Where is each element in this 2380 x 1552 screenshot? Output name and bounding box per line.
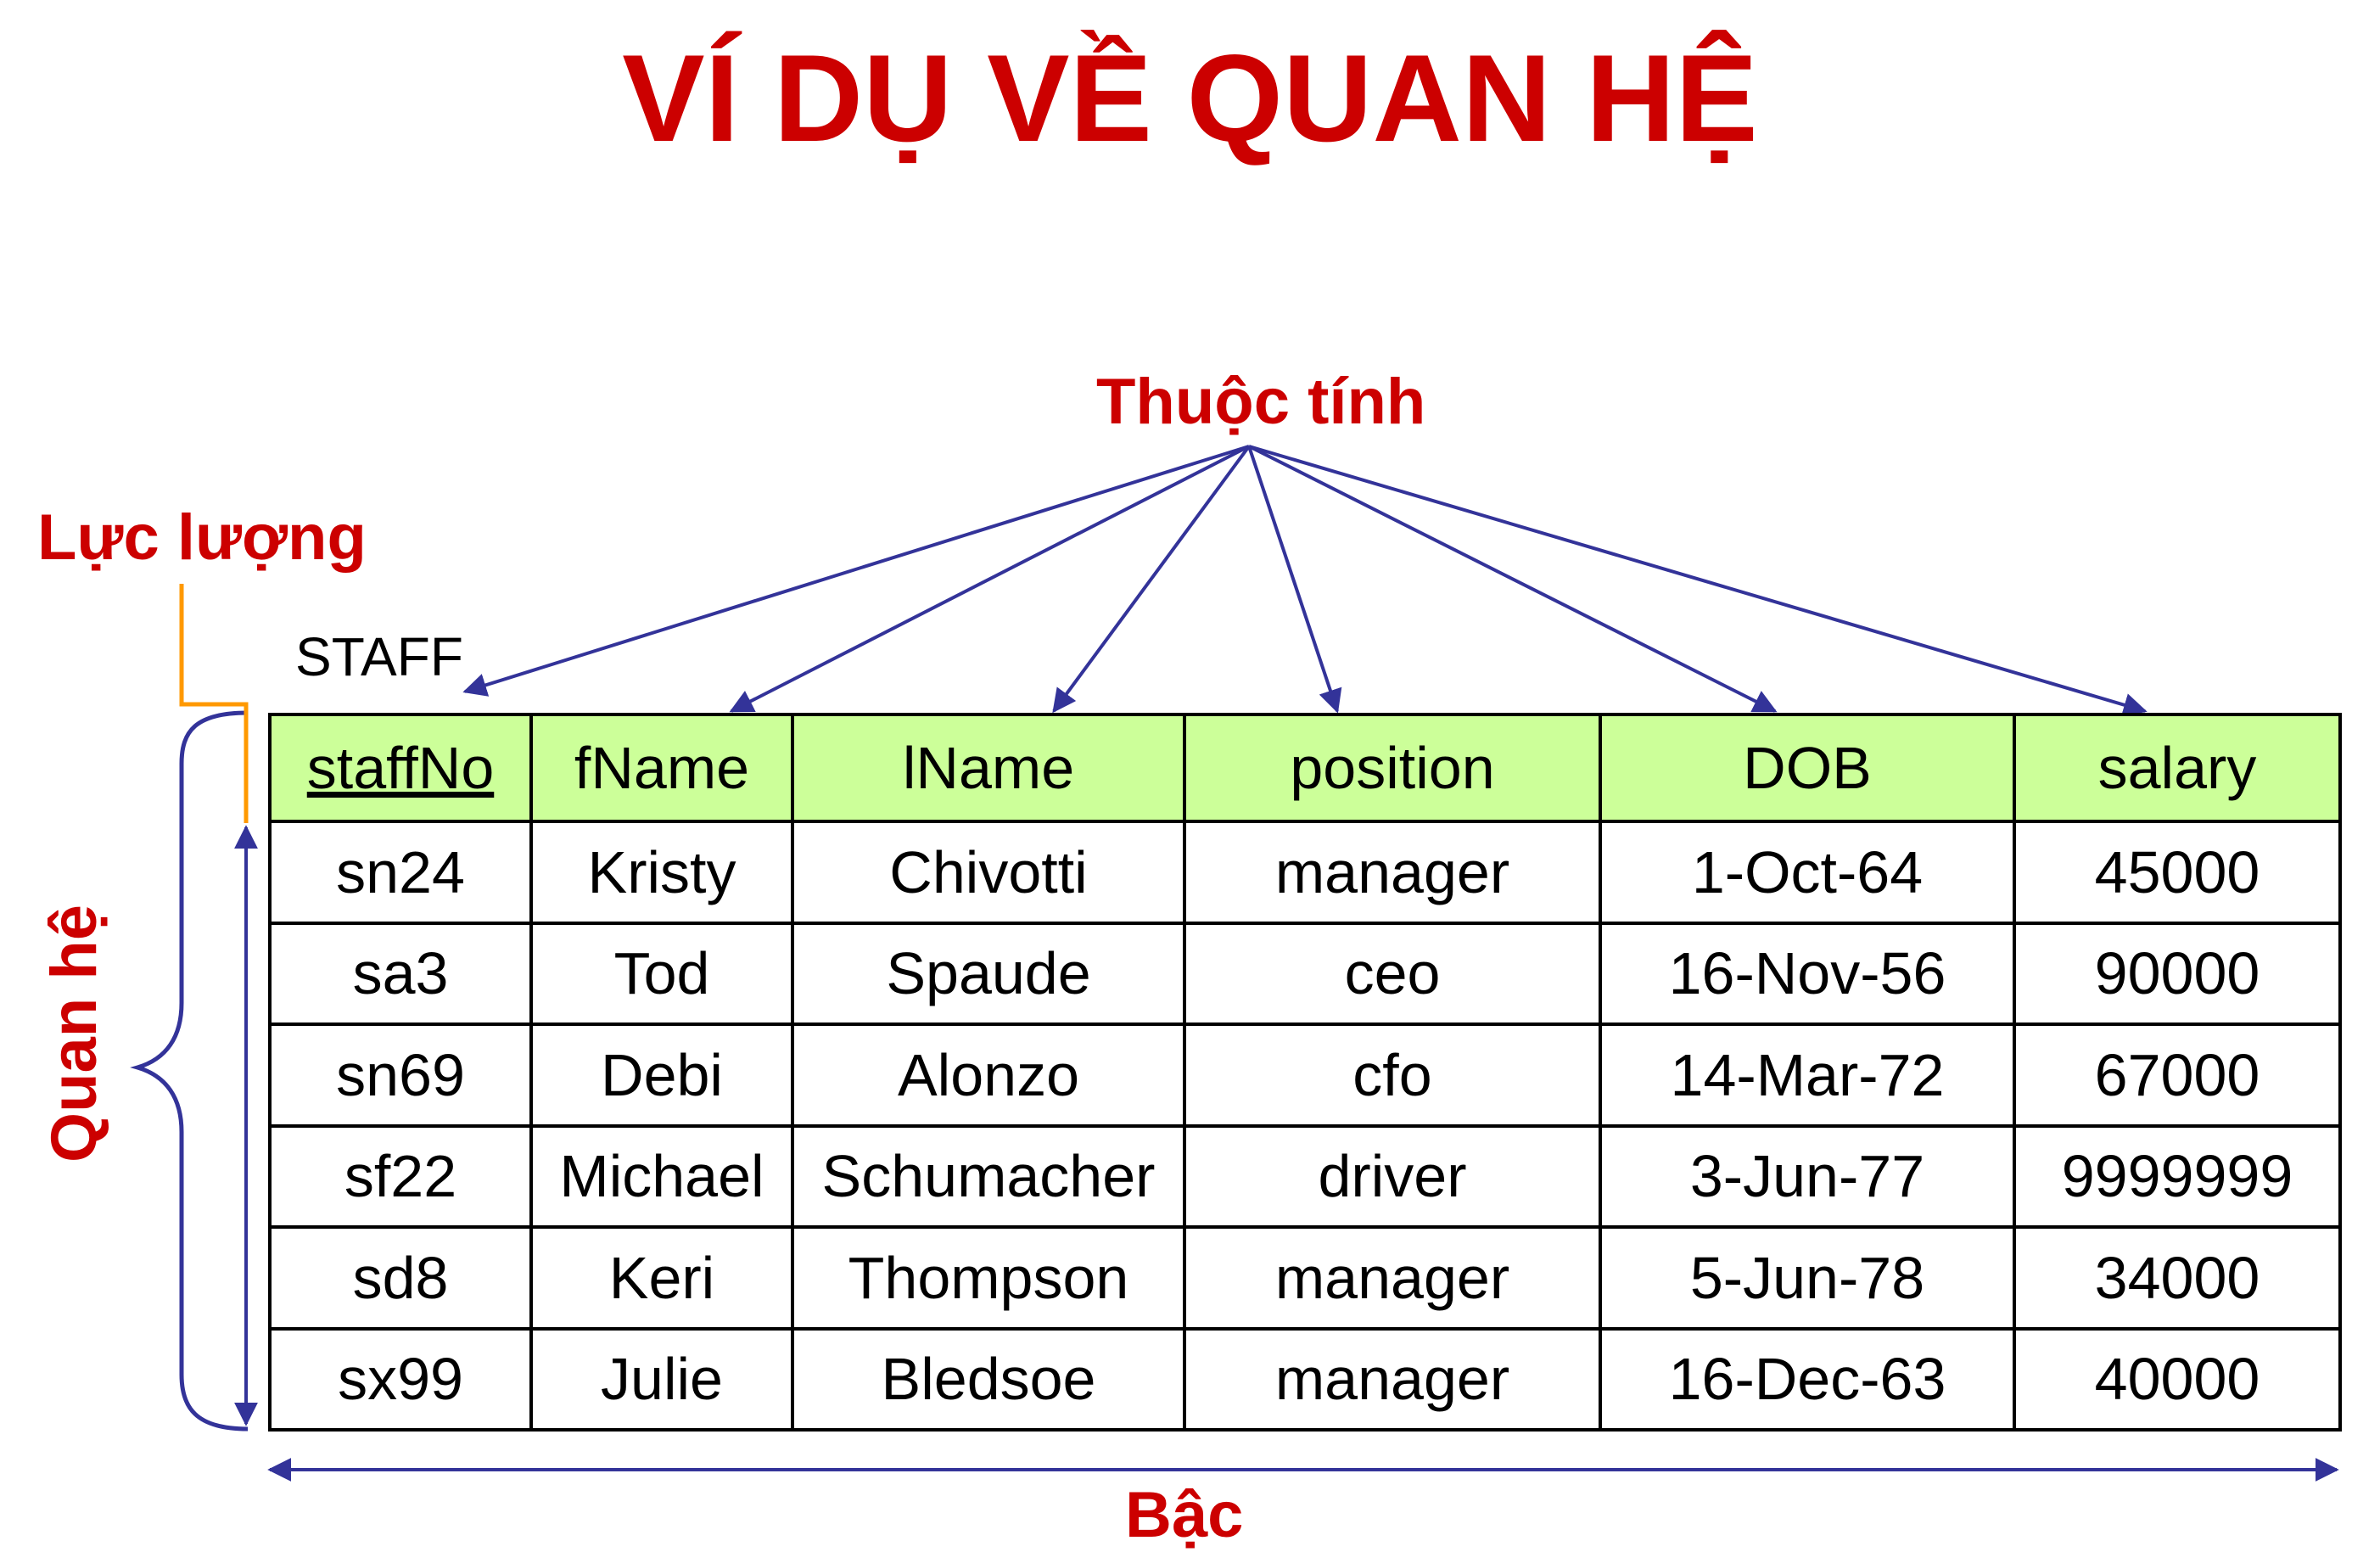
- attr-arrow-lname: [1052, 445, 1251, 714]
- table-cell: 3-Jun-77: [1599, 1123, 2016, 1229]
- table-cell: 67000: [2013, 1023, 2342, 1128]
- table-cell: 5-Jun-78: [1599, 1225, 2016, 1331]
- table-cell: sf22: [268, 1123, 533, 1229]
- table-cell: manager: [1183, 820, 1602, 925]
- table-cell: ceo: [1183, 921, 1602, 1026]
- table-cell: 14-Mar-72: [1599, 1023, 2016, 1128]
- table-row: sa3 Tod Spaude ceo 16-Nov-56 90000: [268, 921, 2342, 1026]
- table-cell: sd8: [268, 1225, 533, 1331]
- table-cell: Julie: [529, 1326, 794, 1432]
- relation-name: STAFF: [295, 626, 463, 687]
- table-cell: 16-Dec-63: [1599, 1326, 2016, 1432]
- column-header-dob: DOB: [1599, 713, 2016, 823]
- table-row: sf22 Michael Schumacher driver 3-Jun-77 …: [268, 1123, 2342, 1229]
- table-cell: cfo: [1183, 1023, 1602, 1128]
- table-cell: Kristy: [529, 820, 794, 925]
- table-cell: sn24: [268, 820, 533, 925]
- column-header-salary: salary: [2013, 713, 2342, 823]
- table-cell: manager: [1183, 1326, 1602, 1432]
- table-cell: 1-Oct-64: [1599, 820, 2016, 925]
- table-cell: 40000: [2013, 1326, 2342, 1432]
- table-cell: sa3: [268, 921, 533, 1026]
- table-cell: sn69: [268, 1023, 533, 1128]
- attribute-label: Thuộc tính: [1096, 366, 1426, 438]
- table-cell: 34000: [2013, 1225, 2342, 1331]
- attr-arrow-position: [1247, 445, 1342, 714]
- attr-arrow-fname: [729, 445, 1250, 713]
- table-cell: driver: [1183, 1123, 1602, 1229]
- table-cell: Spaude: [791, 921, 1186, 1026]
- table-cell: 9999999: [2013, 1123, 2342, 1229]
- attr-arrow-dob: [1248, 445, 1778, 713]
- table-row: sn69 Debi Alonzo cfo 14-Mar-72 67000: [268, 1023, 2342, 1128]
- staff-table: staffNo fName lName position DOB salary …: [268, 713, 2342, 1432]
- page-title: VÍ DỤ VỀ QUAN HỆ: [622, 29, 1758, 167]
- attr-arrow-salary: [1248, 445, 2148, 717]
- degree-label: Bậc: [1125, 1479, 1244, 1551]
- relation-brace: [130, 710, 249, 1432]
- table-cell: Michael: [529, 1123, 794, 1229]
- table-cell: Chivotti: [791, 820, 1186, 925]
- table-header-row: staffNo fName lName position DOB salary: [268, 713, 2342, 823]
- cardinality-label: Lực lượng: [37, 501, 367, 574]
- table-row: sd8 Keri Thompson manager 5-Jun-78 34000: [268, 1225, 2342, 1331]
- column-header-fname: fName: [529, 713, 794, 823]
- table-cell: sx99: [268, 1326, 533, 1432]
- table-cell: 45000: [2013, 820, 2342, 925]
- attr-arrow-staffno: [462, 445, 1250, 697]
- table-cell: Schumacher: [791, 1123, 1186, 1229]
- table-cell: Debi: [529, 1023, 794, 1128]
- table-cell: Keri: [529, 1225, 794, 1331]
- table-row: sn24 Kristy Chivotti manager 1-Oct-64 45…: [268, 820, 2342, 925]
- table-row: sx99 Julie Bledsoe manager 16-Dec-63 400…: [268, 1326, 2342, 1432]
- table-cell: manager: [1183, 1225, 1602, 1331]
- column-header-staffno: staffNo: [268, 713, 533, 823]
- table-cell: Alonzo: [791, 1023, 1186, 1128]
- cardinality-connector: [179, 584, 249, 823]
- column-header-lname: lName: [791, 713, 1186, 823]
- column-header-position: position: [1183, 713, 1602, 823]
- table-cell: 90000: [2013, 921, 2342, 1026]
- table-cell: 16-Nov-56: [1599, 921, 2016, 1026]
- table-cell: Thompson: [791, 1225, 1186, 1331]
- table-cell: Bledsoe: [791, 1326, 1186, 1432]
- table-cell: Tod: [529, 921, 794, 1026]
